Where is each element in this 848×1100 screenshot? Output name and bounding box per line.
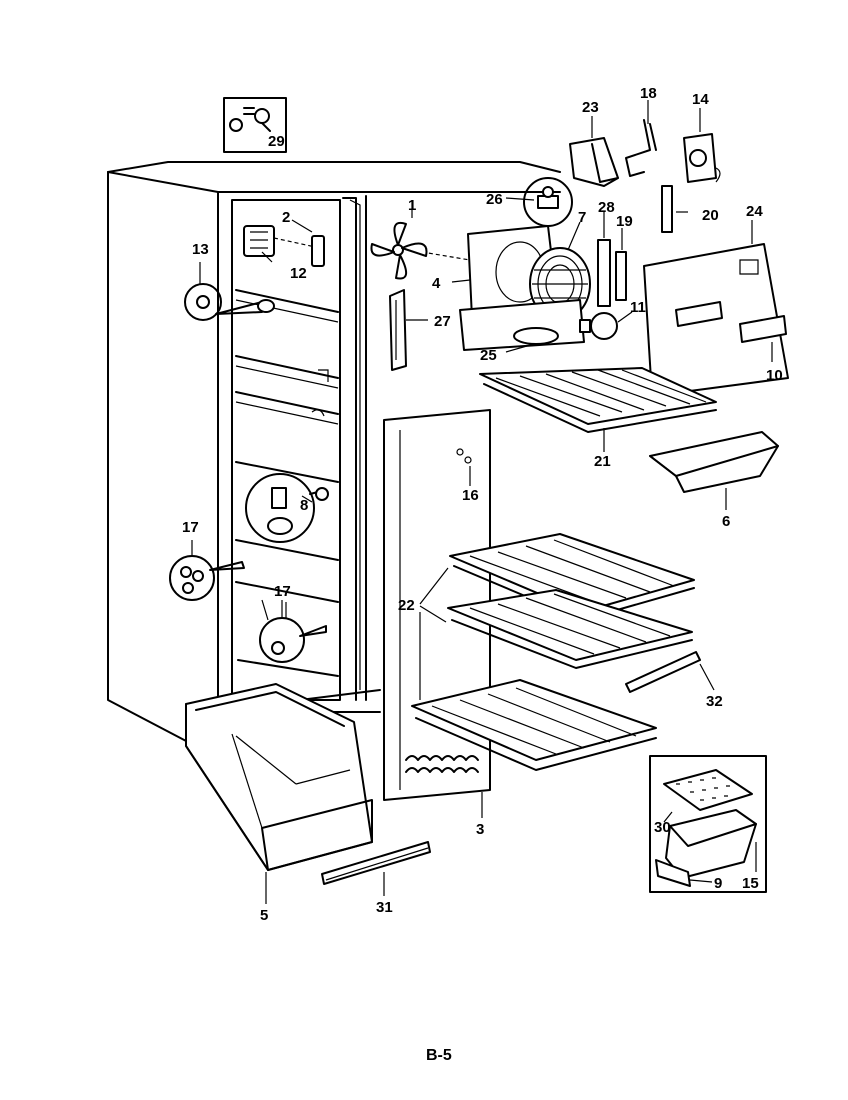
leader-lines <box>191 100 773 904</box>
callout-20: 20 <box>702 207 719 224</box>
callout-6: 6 <box>722 513 730 530</box>
callout-29: 29 <box>268 133 285 150</box>
callout-8: 8 <box>300 497 308 514</box>
callout-9: 9 <box>714 875 722 892</box>
callout-5: 5 <box>260 907 268 924</box>
callout-32: 32 <box>706 693 723 710</box>
part-21-shelf <box>479 367 717 433</box>
callout-1: 1 <box>408 197 416 214</box>
callout-28: 28 <box>598 199 615 216</box>
part-24-control-panel <box>643 243 789 397</box>
part-23-bracket <box>569 137 619 187</box>
part-1-fan-blade <box>370 222 428 280</box>
part-14-light-socket <box>683 133 721 183</box>
part-25-bulb <box>459 299 585 351</box>
callout-14: 14 <box>692 91 709 108</box>
callout-30: 30 <box>654 819 671 836</box>
part-11-bulb <box>579 312 618 340</box>
callout-18: 18 <box>640 85 657 102</box>
inset-ice-bin <box>649 755 767 893</box>
part-10-lens <box>739 315 787 343</box>
callout-3: 3 <box>476 821 484 838</box>
callout-19: 19 <box>616 213 633 230</box>
callout-22: 22 <box>398 597 415 614</box>
callout-13: 13 <box>192 241 209 258</box>
part-18-hinge <box>625 119 657 177</box>
callout-21: 21 <box>594 453 611 470</box>
inset-29 <box>223 97 287 153</box>
part-17-left <box>169 555 245 601</box>
part-26-detail <box>523 177 573 227</box>
callout-4: 4 <box>432 275 441 292</box>
callout-17-left: 17 <box>182 519 199 536</box>
callout-12: 12 <box>290 265 307 282</box>
part-32-trim <box>625 651 701 693</box>
callout-labels: 29 23 18 14 26 28 19 20 24 1 7 2 12 13 4… <box>182 85 783 924</box>
callout-7: 7 <box>578 209 586 226</box>
part-22-shelf-lower <box>411 679 657 771</box>
callout-11: 11 <box>630 299 646 316</box>
callout-25: 25 <box>480 347 497 364</box>
part-6-drawer <box>649 431 779 493</box>
page-label: B-5 <box>426 1047 452 1064</box>
callout-17-lower: 17 <box>274 583 291 600</box>
callout-2: 2 <box>282 209 290 226</box>
callout-24: 24 <box>746 203 763 220</box>
part-28-strip <box>597 239 611 307</box>
part-8-detail <box>245 473 329 543</box>
part-12-thermostat <box>243 225 325 267</box>
callout-23: 23 <box>582 99 599 116</box>
part-22-shelf-middle <box>447 589 693 669</box>
part-13-control-knob <box>184 283 275 321</box>
part-20-strip <box>661 185 673 233</box>
callout-16: 16 <box>462 487 479 504</box>
callout-10: 10 <box>766 367 783 384</box>
cabinet <box>107 161 561 743</box>
callout-27: 27 <box>434 313 451 330</box>
callout-31: 31 <box>376 899 393 916</box>
part-27-bracket <box>389 289 407 371</box>
part-17-lower <box>259 599 327 663</box>
part-19-strip <box>615 251 627 301</box>
part-5-freezer-basket <box>185 683 373 871</box>
callout-15: 15 <box>742 875 759 892</box>
part-31-trim <box>321 841 431 885</box>
callout-26: 26 <box>486 191 503 208</box>
